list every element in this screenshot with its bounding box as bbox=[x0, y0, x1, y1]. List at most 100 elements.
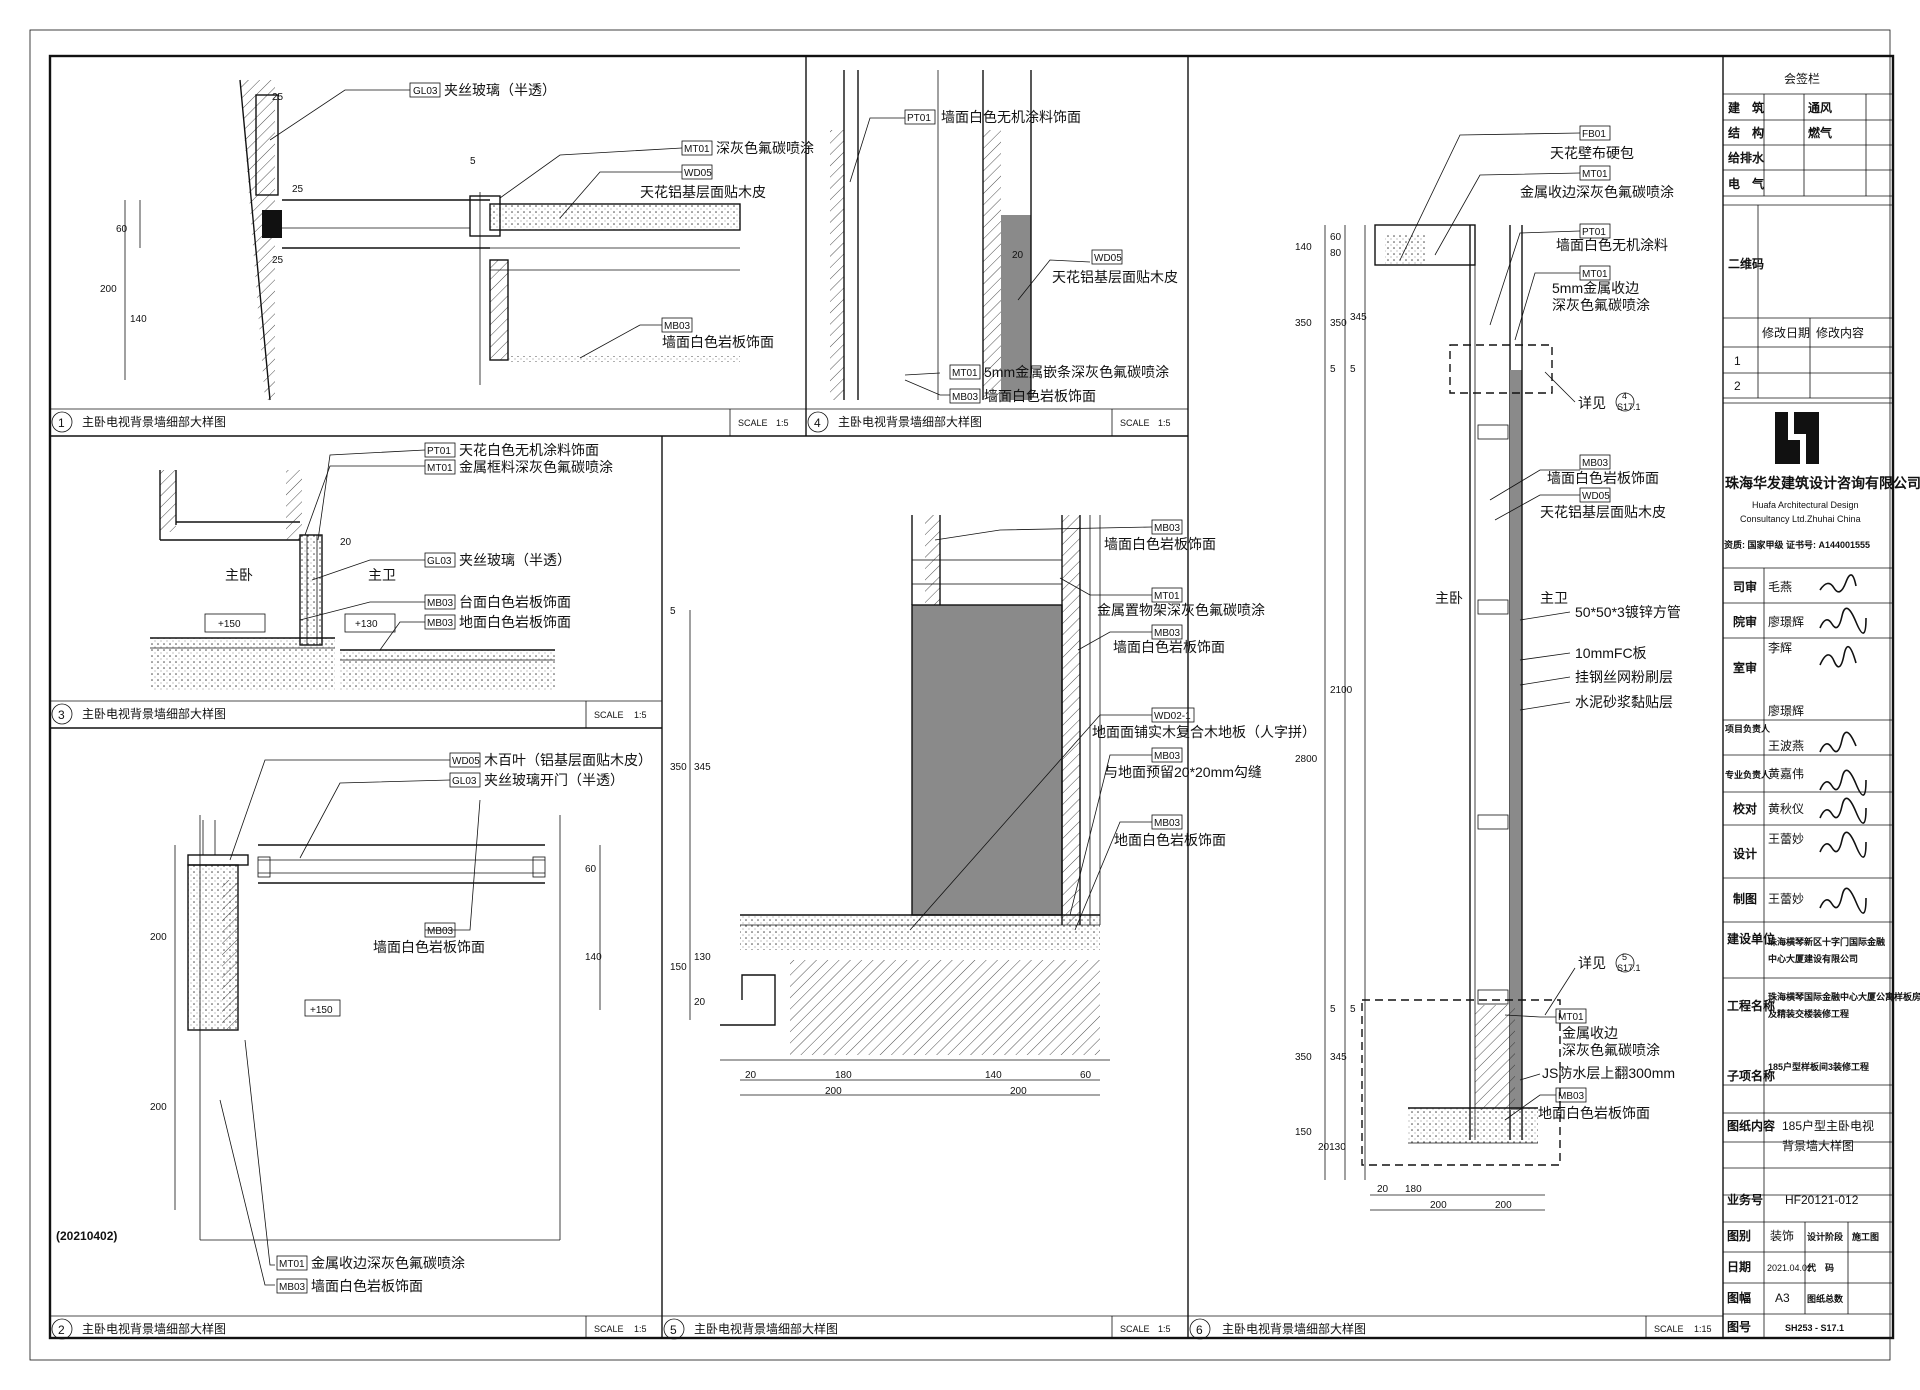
text-title-block-drawing-2: 背景墙大样图 bbox=[1782, 1138, 1854, 1153]
panel-title-4: 4 主卧电视背景墙细部大样图 SCALE 1:5 bbox=[806, 408, 1188, 436]
text-detail3-notes-1-text: 金属框料深灰色氟碳喷涂 bbox=[459, 459, 613, 475]
text-title-block-roles-3-name: 廖璟辉 bbox=[1768, 703, 1804, 718]
company-logo bbox=[1775, 412, 1819, 464]
text-detail6-vdims-15: 20130 bbox=[1318, 1142, 1346, 1153]
text-detail2-notes-1-code: GL03 bbox=[452, 776, 477, 787]
text-detail6-notes-1-text: 金属收边深灰色氟碳喷涂 bbox=[1520, 184, 1674, 200]
text-detail2-dims-0: 200 bbox=[150, 932, 167, 943]
text-detail5-notes-5-code: MB03 bbox=[1154, 818, 1181, 829]
text-title-block-countersign-1-1: 燃气 bbox=[1808, 125, 1832, 140]
text-title-block-total-label: 图纸总数 bbox=[1807, 1293, 1844, 1304]
text-detail6-vdims-5: 345 bbox=[1350, 312, 1367, 323]
text-title-block-drawing-1: 185户型主卧电视 bbox=[1782, 1118, 1874, 1133]
text-title-block-qualification: 资质: 国家甲级 证书号: A144001555 bbox=[1724, 539, 1870, 550]
text-title-block-roles-5-role: 专业负责人 bbox=[1725, 769, 1771, 780]
text-title-block-roles-3-role: 项目负责人 bbox=[1725, 723, 1771, 734]
text-panels-1-scale: 1:5 bbox=[1158, 418, 1171, 428]
text-detail1-notes-3-code: MB03 bbox=[664, 321, 691, 332]
text-detail6-notes-14-text: 地面白色岩板饰面 bbox=[1538, 1105, 1650, 1121]
text-detail2-dims-2: 60 bbox=[585, 864, 597, 875]
detail-2-drawing bbox=[174, 815, 601, 1241]
text-detail5-hdims-4: 200 bbox=[825, 1086, 842, 1097]
text-title-block-revision-rows-0: 1 bbox=[1734, 354, 1741, 368]
text-detail6-notes-7-text: 50*50*3镀锌方管 bbox=[1575, 604, 1681, 620]
text-detail6-notes-1-code: MT01 bbox=[1582, 169, 1608, 180]
text-title-block-code-label: 代 码 bbox=[1806, 1262, 1834, 1273]
text-title-block-subproject: 185户型样板间3装修工程 bbox=[1768, 1061, 1869, 1072]
text-title-block-stage-label: 设计阶段 bbox=[1807, 1231, 1844, 1242]
text-detail3-notes-3-code: MB03 bbox=[427, 598, 454, 609]
text-detail6-vdims-0: 140 bbox=[1295, 242, 1312, 253]
text-panels-2-scale: 1:5 bbox=[634, 710, 647, 720]
panel-grid bbox=[50, 56, 1724, 1338]
text-title-block-countersign-1-0: 结 构 bbox=[1728, 125, 1764, 140]
text-panels-0-scale: 1:5 bbox=[776, 418, 789, 428]
text-title-block-stage: 施工图 bbox=[1852, 1231, 1879, 1242]
text-detail5-hdims-3: 60 bbox=[1080, 1070, 1092, 1081]
text-detail6-vdims-13: 5 bbox=[1350, 1004, 1356, 1015]
text-title-block-roles-4-name: 王波燕 bbox=[1768, 739, 1804, 753]
text-detail6-notes-9-text: 挂钢丝网粉刷层 bbox=[1575, 669, 1673, 685]
text-detail1-dims-6: 200 bbox=[100, 284, 117, 295]
text-detail5-notes-3-text: 地面面铺实木复合木地板（人字拼） bbox=[1092, 724, 1316, 740]
text-title-block-company-en-2: Consultancy Ltd.Zhuhai China bbox=[1740, 514, 1861, 524]
text-detail6-notes-2-text: 墙面白色无机涂料 bbox=[1556, 237, 1668, 253]
text-detail5-vdims-0: 5 bbox=[670, 606, 676, 617]
text-title-block-client-1: 珠海横琴新区十字门国际金融 bbox=[1768, 936, 1885, 947]
outer-border bbox=[29, 29, 1891, 1361]
text-detail6-vdims-12: 5 bbox=[1330, 1004, 1336, 1015]
text-title-block-project-label: 工程名称 bbox=[1727, 998, 1775, 1013]
text-detail6-vdims-3: 350 bbox=[1295, 318, 1312, 329]
text-panels-5-scale: 1:15 bbox=[1694, 1324, 1712, 1334]
text-detail3-notes-2-code: GL03 bbox=[427, 556, 452, 567]
text-detail5-vdims-4: 130 bbox=[694, 952, 711, 963]
text-detail2-stamp: (20210402) bbox=[56, 1229, 117, 1243]
text-detail3-levels-0: +150 bbox=[218, 619, 241, 630]
text-detail6-see-refs-3: S17.1 bbox=[1617, 963, 1641, 973]
detail-4-notes: PT01 墙面白色无机涂料饰面 WD05 天花铝基层面贴木皮 MT01 5mm金… bbox=[849, 109, 1178, 404]
text-detail6-notes-3-code: MT01 bbox=[1582, 269, 1608, 280]
text-detail6-see-detail-0: 详见 bbox=[1578, 395, 1606, 411]
text-title-block-roles-0-name: 毛燕 bbox=[1768, 580, 1792, 594]
text-title-block-client-2: 中心大厦建设有限公司 bbox=[1768, 953, 1858, 964]
text-detail1-notes-2-text: 天花铝基层面贴木皮 bbox=[640, 184, 766, 200]
text-detail2-dims-3: 140 bbox=[585, 952, 602, 963]
text-detail6-notes-5-code: MB03 bbox=[1582, 458, 1609, 469]
text-detail3-rooms-0: 主卧 bbox=[225, 567, 253, 583]
text-detail6-hdims-1: 180 bbox=[1405, 1184, 1422, 1195]
text-detail2-notes-2-text: 墙面白色岩板饰面 bbox=[373, 939, 485, 955]
text-detail6-vdims-4: 350 bbox=[1330, 318, 1347, 329]
text-detail4-notes-3-code: MB03 bbox=[952, 392, 979, 403]
text-title-block-roles-7-name: 王蕾妙 bbox=[1768, 832, 1804, 846]
text-detail6-vdims-2: 80 bbox=[1330, 248, 1342, 259]
panel-title-1: 1 主卧电视背景墙细部大样图 SCALE 1:5 bbox=[50, 408, 806, 436]
text-detail4-dims-0: 20 bbox=[1012, 250, 1024, 261]
panel-title-2: 2 主卧电视背景墙细部大样图 SCALE 1:5 bbox=[50, 1315, 662, 1340]
text-panels-3-scale-label: SCALE bbox=[594, 1324, 624, 1334]
text-title-block-roles-8-role: 制图 bbox=[1733, 891, 1757, 906]
text-title-block-roles-5-name: 黄嘉伟 bbox=[1768, 767, 1804, 781]
text-title-block-revision-headers-0: 修改日期 bbox=[1762, 325, 1810, 340]
text-panels-3-scale: 1:5 bbox=[634, 1324, 647, 1334]
text-panels-1-title: 主卧电视背景墙细部大样图 bbox=[838, 414, 982, 429]
text-detail5-notes-0-text: 墙面白色岩板饰面 bbox=[1104, 536, 1216, 552]
text-detail5-notes-2-code: MB03 bbox=[1154, 628, 1181, 639]
text-detail6-notes-8-text: 10mmFC板 bbox=[1575, 645, 1647, 661]
text-detail5-vdims-5: 20 bbox=[694, 997, 706, 1008]
text-panels-5-num: 6 bbox=[1196, 1323, 1203, 1337]
text-detail4-notes-1-code: WD05 bbox=[1094, 253, 1122, 264]
text-title-block-roles-6-role: 校对 bbox=[1733, 801, 1757, 816]
text-detail6-hdims-3: 200 bbox=[1495, 1200, 1512, 1211]
detail-1-drawing bbox=[124, 79, 741, 401]
text-title-block-date-label: 日期 bbox=[1727, 1259, 1751, 1274]
text-title-block-subproject-label: 子项名称 bbox=[1727, 1068, 1775, 1083]
text-detail6-see-refs-0: 4 bbox=[1622, 391, 1627, 401]
text-panels-2-num: 3 bbox=[58, 708, 65, 722]
text-detail3-notes-4-text: 地面白色岩板饰面 bbox=[459, 614, 571, 630]
text-detail5-vdims-1: 350 bbox=[670, 762, 687, 773]
text-panels-0-num: 1 bbox=[58, 416, 65, 430]
text-detail1-dims-0: 25 bbox=[272, 92, 284, 103]
text-title-block-revision-headers-1: 修改内容 bbox=[1816, 325, 1864, 340]
text-panels-4-scale-label: SCALE bbox=[1120, 1324, 1150, 1334]
